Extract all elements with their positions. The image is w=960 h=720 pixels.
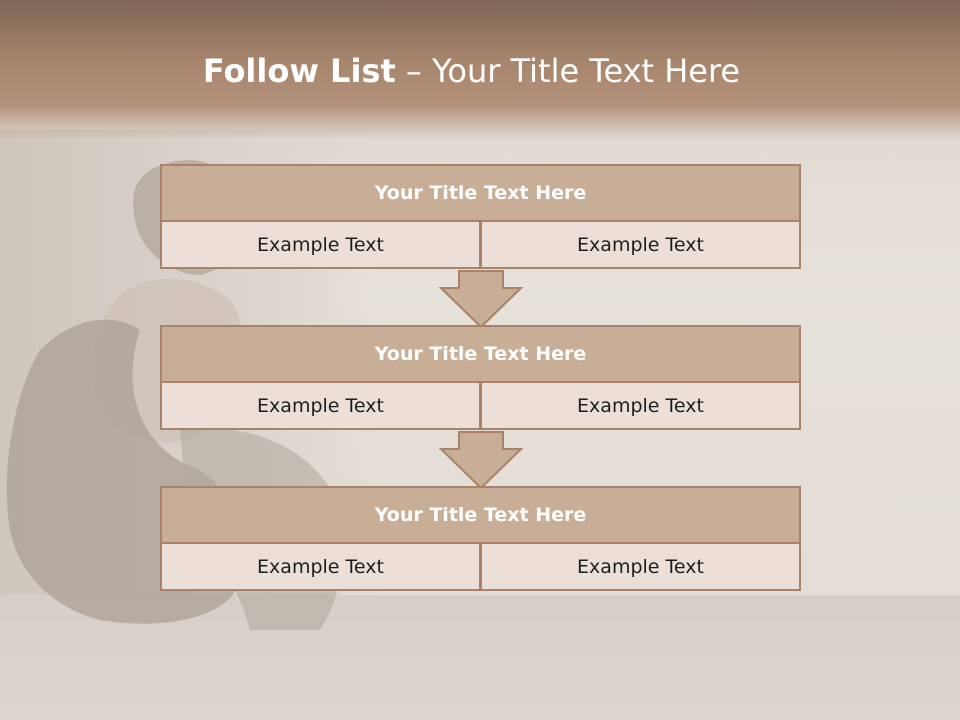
down-arrow-icon bbox=[439, 431, 523, 489]
down-arrow-icon bbox=[439, 270, 523, 328]
slide-title-bold: Follow List bbox=[202, 52, 396, 90]
block-cell-left[interactable]: Example Text bbox=[160, 542, 481, 591]
block-cell-right[interactable]: Example Text bbox=[480, 220, 801, 269]
slide-title: Follow List – Your Title Text Here bbox=[0, 52, 943, 90]
block-title[interactable]: Your Title Text Here bbox=[160, 164, 801, 222]
block-cell-right[interactable]: Example Text bbox=[480, 381, 801, 430]
block-cell-left[interactable]: Example Text bbox=[160, 381, 481, 430]
block-title[interactable]: Your Title Text Here bbox=[160, 325, 801, 383]
block-cell-right[interactable]: Example Text bbox=[480, 542, 801, 591]
block-cell-left[interactable]: Example Text bbox=[160, 220, 481, 269]
header-band bbox=[0, 0, 960, 140]
slide-title-rest: – Your Title Text Here bbox=[395, 52, 741, 90]
block-title[interactable]: Your Title Text Here bbox=[160, 486, 801, 544]
